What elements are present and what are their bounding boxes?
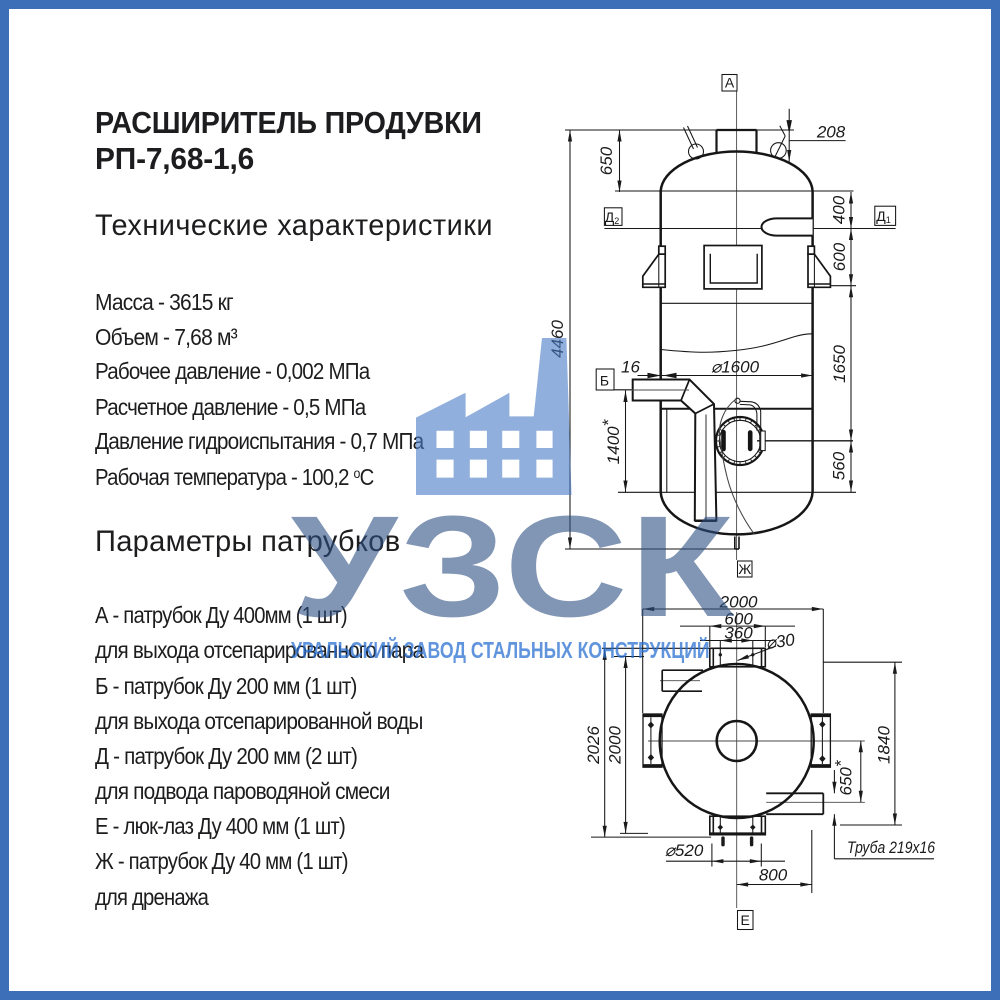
svg-text:2000: 2000 xyxy=(719,593,758,612)
svg-text:16: 16 xyxy=(621,358,640,377)
svg-text:Е: Е xyxy=(741,912,750,928)
svg-text:Ж: Ж xyxy=(738,561,751,577)
svg-text:600: 600 xyxy=(724,610,753,629)
svg-text:600: 600 xyxy=(830,242,849,271)
svg-text:⌀520: ⌀520 xyxy=(665,841,704,860)
svg-text:650: 650 xyxy=(597,146,616,175)
svg-text:Труба 219х16: Труба 219х16 xyxy=(847,838,935,857)
svg-text:⌀1600: ⌀1600 xyxy=(711,358,760,377)
svg-text:1650: 1650 xyxy=(830,345,849,383)
svg-text:2026: 2026 xyxy=(584,726,603,765)
svg-text:1840: 1840 xyxy=(875,726,894,764)
svg-text:1400*: 1400* xyxy=(599,418,623,464)
svg-text:⌀30: ⌀30 xyxy=(764,630,796,653)
svg-text:208: 208 xyxy=(816,123,846,142)
svg-text:Б: Б xyxy=(600,373,609,389)
svg-text:800: 800 xyxy=(759,866,788,885)
svg-text:400: 400 xyxy=(830,195,849,224)
svg-text:2000: 2000 xyxy=(606,726,625,765)
svg-text:4460: 4460 xyxy=(548,320,567,358)
svg-text:360: 360 xyxy=(724,624,753,643)
svg-text:А: А xyxy=(725,75,735,91)
svg-text:560: 560 xyxy=(830,451,849,480)
svg-text:650*: 650* xyxy=(832,759,856,795)
